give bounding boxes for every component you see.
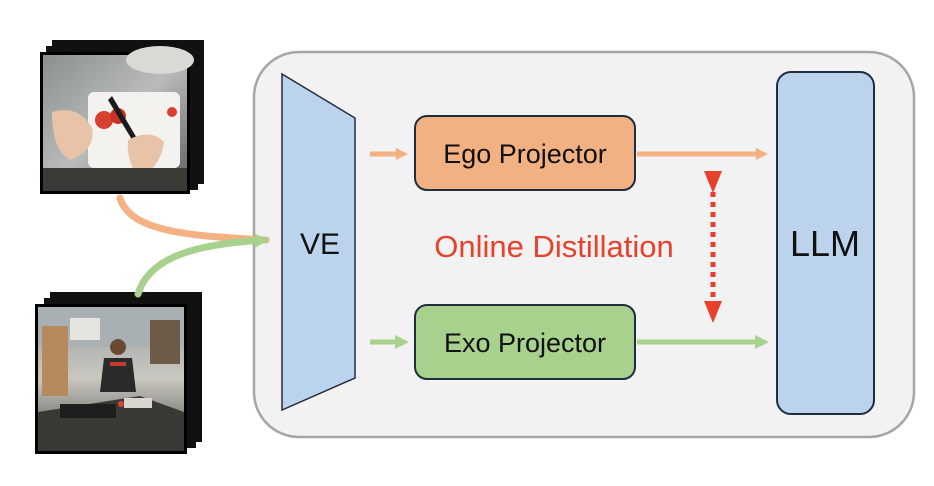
exocentric-video-frames-image — [35, 304, 187, 454]
llm-label: LLM — [790, 223, 860, 264]
exo-projector-label: Exo Projector — [444, 328, 606, 358]
ve-label: VE — [300, 228, 340, 261]
egocentric-video-frames-image — [40, 46, 194, 194]
ego-projector — [414, 115, 636, 191]
llm-block — [776, 71, 875, 415]
exo-video-frames — [35, 292, 202, 454]
exo-input-arrow — [134, 233, 269, 298]
distillation-label: Online Distillation — [434, 229, 674, 264]
ego-projector-label: Ego Projector — [443, 139, 607, 169]
ve-encoder — [281, 72, 356, 412]
ego-video-frames — [40, 40, 204, 194]
ego-input-arrow — [116, 194, 270, 244]
exo-projector — [414, 304, 636, 380]
